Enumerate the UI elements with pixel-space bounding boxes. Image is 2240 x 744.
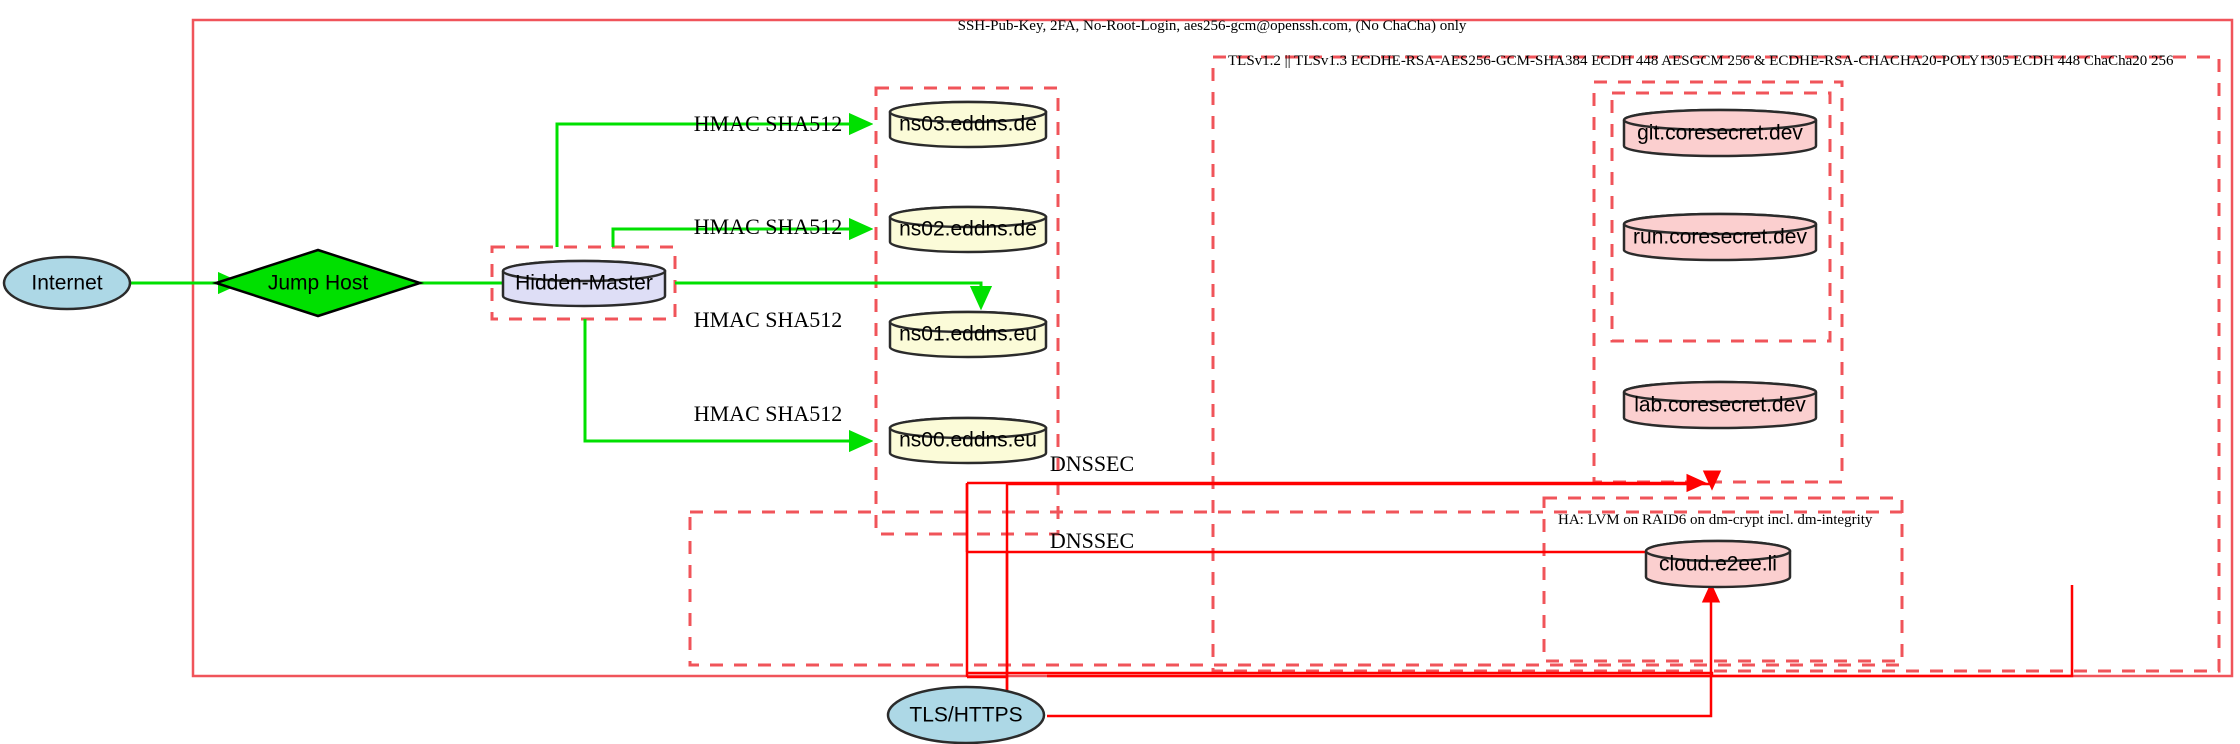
- node-tls-https[interactable]: TLS/HTTPS: [886, 685, 1046, 744]
- edge-label-dnssec-upper: DNSSEC: [1050, 451, 1134, 476]
- node-git-coresecret[interactable]: git.coresecret.dev: [1622, 108, 1818, 158]
- cluster-tls-cipher: [1211, 55, 2221, 673]
- node-run-coresecret-label: run.coresecret.dev: [1633, 226, 1807, 249]
- edge-dnssec-lower-left: [1047, 585, 2074, 678]
- node-cloud-e2ee-label: cloud.e2ee.li: [1659, 553, 1777, 576]
- node-git-coresecret-label: git.coresecret.dev: [1637, 122, 1803, 145]
- node-internet[interactable]: Internet: [2, 255, 132, 311]
- node-internet-label: Internet: [31, 272, 102, 295]
- edge-label-hmac-ns00: HMAC SHA512: [694, 401, 843, 426]
- node-ns01-label: ns01.eddns.eu: [899, 323, 1037, 346]
- edge-hiddenmaster-to-ns00: [583, 319, 869, 441]
- node-hidden-master[interactable]: Hidden-Master: [501, 259, 667, 308]
- node-jump-host-label: Jump Host: [268, 272, 369, 295]
- edge-label-hmac-ns01: HMAC SHA512: [694, 307, 843, 332]
- node-ns00-label: ns00.eddns.eu: [899, 429, 1037, 452]
- node-ns01[interactable]: ns01.eddns.eu: [888, 310, 1048, 359]
- cluster-ssh-label: SSH-Pub-Key, 2FA, No-Root-Login, aes256-…: [958, 18, 1467, 34]
- cluster-nameservers: [874, 86, 1060, 536]
- cluster-ha-storage-label: HA: LVM on RAID6 on dm-crypt incl. dm-in…: [1558, 512, 1873, 528]
- node-ns03[interactable]: ns03.eddns.de: [888, 100, 1048, 149]
- cluster-dnssec-band: [688, 510, 1904, 667]
- node-tls-https-label: TLS/HTTPS: [909, 704, 1022, 727]
- node-lab-coresecret-label: lab.coresecret.dev: [1634, 394, 1806, 417]
- edge-hiddenmaster-to-ns01: [675, 281, 981, 306]
- node-ns00[interactable]: ns00.eddns.eu: [888, 416, 1048, 465]
- cluster-tls-cipher-label: TLSv1.2 || TLSv1.3 ECDHE-RSA-AES256-GCM-…: [1228, 53, 2174, 69]
- edge-tlshttps-to-cloud: [1047, 586, 1711, 718]
- node-ns02[interactable]: ns02.eddns.de: [888, 205, 1048, 254]
- cluster-git-run-inner: [1610, 91, 1832, 343]
- node-run-coresecret[interactable]: run.coresecret.dev: [1622, 212, 1818, 262]
- node-jump-host[interactable]: Jump Host: [211, 248, 425, 318]
- edge-label-hmac-ns03: HMAC SHA512: [694, 111, 843, 136]
- node-cloud-e2ee[interactable]: cloud.e2ee.li: [1644, 539, 1792, 589]
- edge-hiddenmaster-to-ns03: [555, 124, 869, 247]
- edge-hiddenmaster-to-ns02: [611, 229, 869, 247]
- edge-label-dnssec-lower: DNSSEC: [1050, 528, 1134, 553]
- node-lab-coresecret[interactable]: lab.coresecret.dev: [1622, 380, 1818, 430]
- edge-label-hmac-ns02: HMAC SHA512: [694, 214, 843, 239]
- node-ns03-label: ns03.eddns.de: [899, 113, 1037, 136]
- node-hidden-master-label: Hidden-Master: [515, 272, 653, 295]
- node-ns02-label: ns02.eddns.de: [899, 218, 1037, 241]
